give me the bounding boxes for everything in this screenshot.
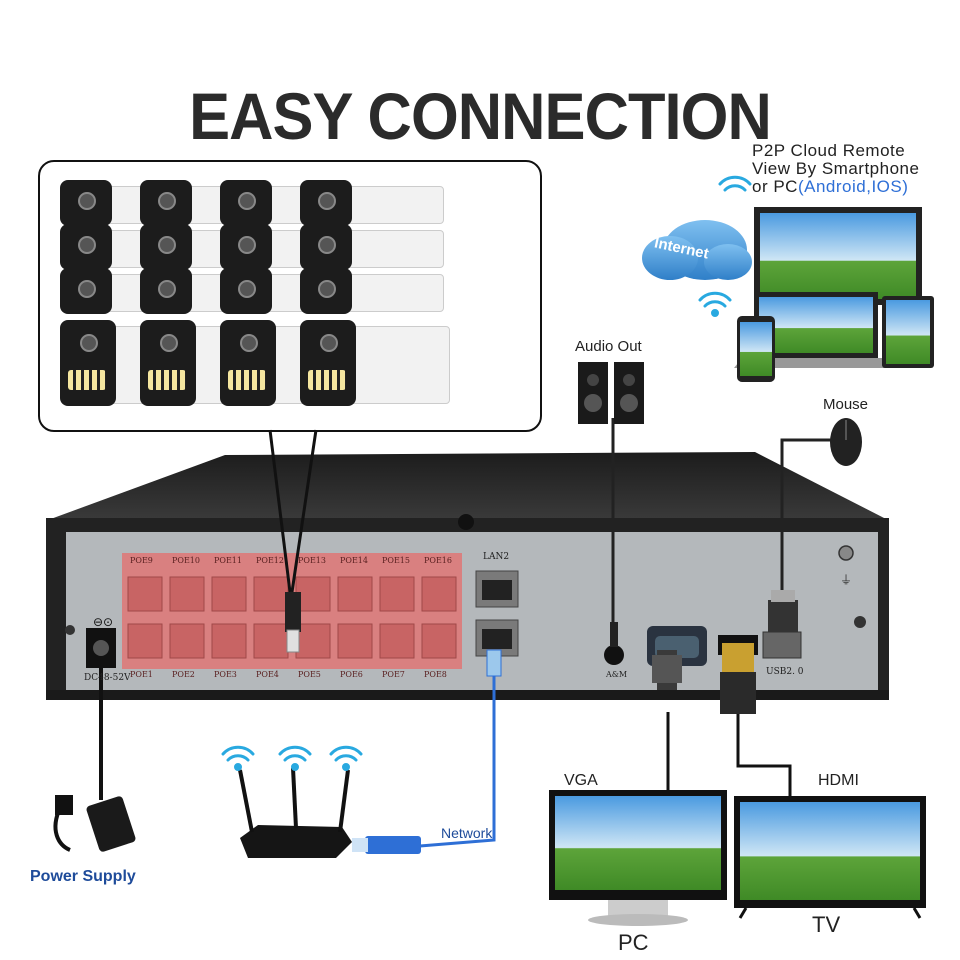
dc-label: DC48-52V <box>84 673 131 683</box>
poe-port-label: POE15 <box>382 556 410 565</box>
svg-text:⏚: ⏚ <box>840 573 852 587</box>
audio-jack[interactable] <box>604 645 624 665</box>
poe-port[interactable] <box>253 623 289 659</box>
poe-port[interactable] <box>379 576 415 612</box>
bullet-camera-icon <box>300 268 462 314</box>
pc-label: PC <box>618 930 649 955</box>
network-label: Network <box>441 825 493 841</box>
poe-port[interactable] <box>337 576 373 612</box>
internet-cloud-icon <box>642 220 752 280</box>
poe-port-label: POE1 <box>130 670 153 679</box>
am-label: A&M <box>606 670 628 679</box>
lan2-label: LAN2 <box>483 552 510 562</box>
poe-port[interactable] <box>211 576 247 612</box>
camera-grid <box>60 180 520 420</box>
poe-port-label: POE10 <box>172 556 200 565</box>
tv-icon <box>734 796 926 919</box>
poe-port-label: POE14 <box>340 556 368 565</box>
poe-port[interactable] <box>421 623 457 659</box>
poe-port[interactable] <box>337 623 373 659</box>
bullet-camera-icon <box>300 180 462 226</box>
poe-port[interactable] <box>211 623 247 659</box>
page-title: EASY CONNECTION <box>189 79 772 153</box>
poe-port-label: POE5 <box>298 670 321 679</box>
poe-port-label: POE9 <box>130 556 153 565</box>
mouse-label: Mouse <box>823 396 869 413</box>
audio-out-label: Audio Out <box>575 338 642 355</box>
poe-port[interactable] <box>253 576 289 612</box>
poe-port-label: POE3 <box>214 670 237 679</box>
router-icon <box>238 767 352 858</box>
power-adapter-icon <box>53 795 136 852</box>
poe-port[interactable] <box>421 576 457 612</box>
poe-port[interactable] <box>169 623 205 659</box>
nvr-top <box>48 452 888 520</box>
svg-text:⊖⊙: ⊖⊙ <box>93 615 113 629</box>
p2p-line3: or PC(Android,IOS) <box>752 177 909 196</box>
poe-port[interactable] <box>127 623 163 659</box>
tv-label: TV <box>812 912 841 937</box>
poe-port-label: POE7 <box>382 670 405 679</box>
poe-port[interactable] <box>295 623 331 659</box>
power-supply-label: Power Supply <box>30 868 136 885</box>
poe-port[interactable] <box>379 623 415 659</box>
hdmi-label: HDMI <box>818 772 859 789</box>
poe-port[interactable] <box>127 576 163 612</box>
poe-port-label: POE8 <box>424 670 447 679</box>
bullet-camera-icon <box>300 224 462 270</box>
p2p-line2: View By Smartphone <box>752 159 920 178</box>
wifi-icons <box>221 745 363 771</box>
pc-monitor-icon <box>549 790 727 926</box>
poe-port-label: POE6 <box>340 670 363 679</box>
poe-port-label: POE2 <box>172 670 195 679</box>
poe-port-label: POE13 <box>298 556 326 565</box>
wifi-cloud-icons <box>698 175 752 317</box>
bullet-camera-icon <box>300 320 468 406</box>
poe-port-label: POE12 <box>256 556 284 565</box>
speakers-icon <box>578 362 644 424</box>
poe-port[interactable] <box>169 576 205 612</box>
poe-port-label: POE11 <box>214 556 242 565</box>
p2p-text: P2P Cloud Remote View By Smartphone or P… <box>752 142 919 196</box>
remote-devices-icon <box>734 207 934 382</box>
mouse-icon <box>830 418 862 466</box>
usb-port[interactable] <box>762 631 802 659</box>
poe-port-label: POE16 <box>424 556 452 565</box>
vga-label: VGA <box>564 772 598 789</box>
p2p-line1: P2P Cloud Remote <box>752 141 906 160</box>
usb-label: USB2. 0 <box>766 667 804 677</box>
poe-port-label: POE4 <box>256 670 279 679</box>
poe-port[interactable] <box>295 576 331 612</box>
